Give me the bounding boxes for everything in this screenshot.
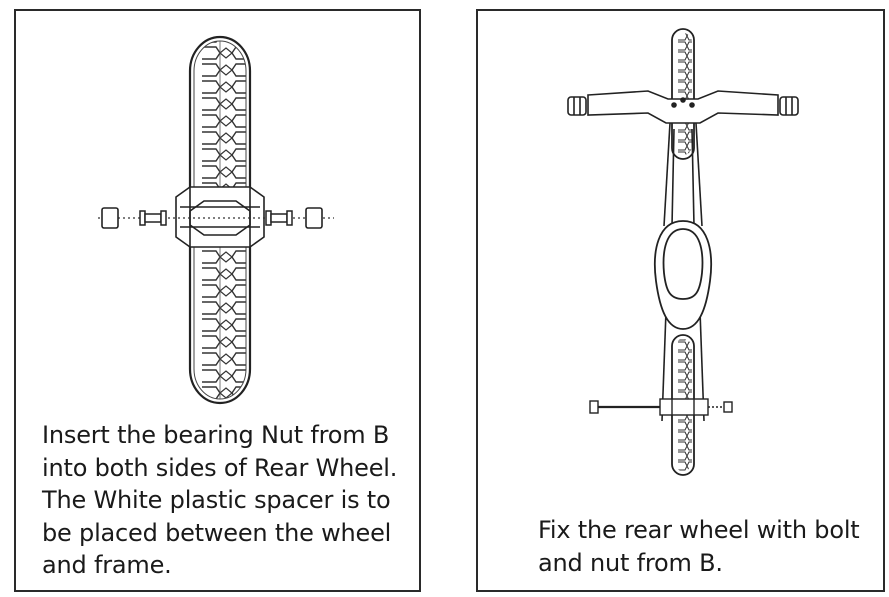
caption-line: The White plastic spacer is to <box>42 486 391 514</box>
balance-bike-top-view-diagram <box>567 28 799 476</box>
wheel-hub <box>175 186 265 248</box>
front-wheel <box>671 28 695 160</box>
rear-wheel-exploded-diagram <box>98 35 334 405</box>
caption-line: and frame. <box>42 551 172 579</box>
caption-insert-bearing-nut: Insert the bearing Nut from B into both … <box>42 419 397 582</box>
seat <box>653 220 713 330</box>
step-panel-fix-rear-wheel: Fix the rear wheel with bolt and nut fro… <box>476 9 885 592</box>
caption-line: and nut from B. <box>538 548 723 577</box>
caption-line: Insert the bearing Nut from B <box>42 421 390 449</box>
caption-line: be placed between the wheel <box>42 518 392 547</box>
caption-fix-rear-wheel: Fix the rear wheel with bolt and nut fro… <box>538 514 860 579</box>
bearing-nut-left <box>101 207 119 229</box>
bearing-nut-right <box>305 207 323 229</box>
handlebar <box>567 90 799 124</box>
rear-axle-bolt <box>589 398 709 416</box>
spacer-left <box>139 210 167 226</box>
step-panel-insert-bearing-nut: Insert the bearing Nut from B into both … <box>14 9 421 592</box>
caption-line: Fix the rear wheel with bolt <box>538 516 860 544</box>
spacer-right <box>265 210 293 226</box>
rear-axle-nut <box>708 401 733 413</box>
caption-line: into both sides of Rear Wheel. <box>42 453 398 482</box>
